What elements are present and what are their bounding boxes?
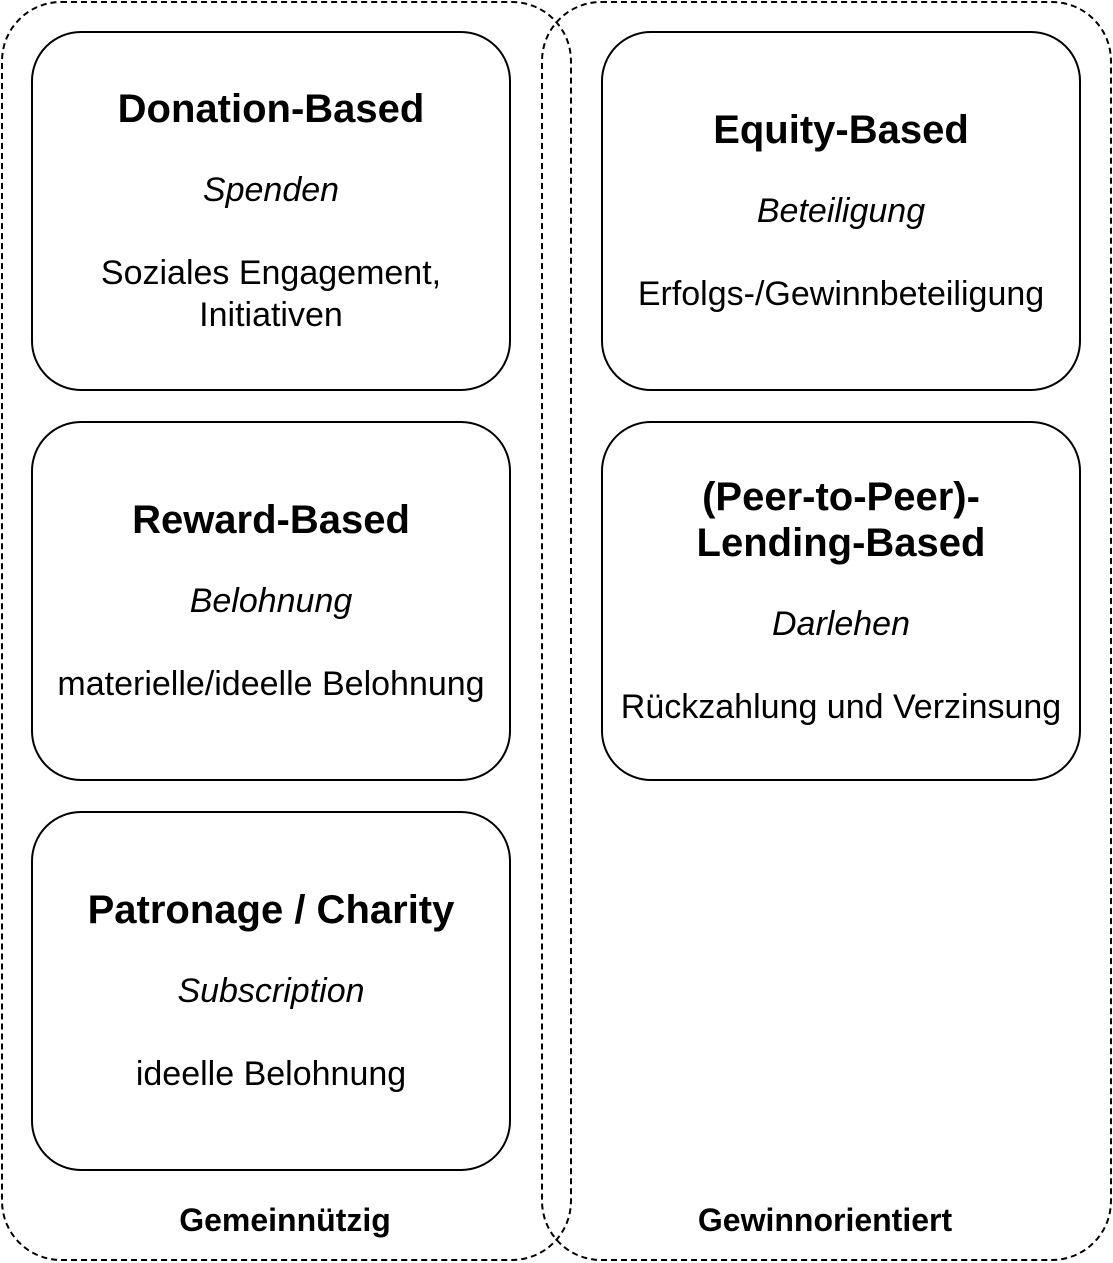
card-title: Donation-Based (117, 87, 425, 131)
group-label-gemeinnuetzig: Gemeinnützig (179, 1202, 391, 1238)
card-description: ideelle Belohnung (135, 1055, 407, 1093)
card-subtitle: Beteiligung (756, 192, 926, 230)
card-title: Reward-Based (132, 498, 410, 542)
card-description: materielle/ideelle Belohnung (57, 665, 485, 703)
card-subtitle: Darlehen (772, 605, 910, 643)
card-equity-based: Equity-Based Beteiligung Erfolgs-/Gewinn… (601, 31, 1081, 391)
group-label-gewinnorientiert: Gewinnorientiert (697, 1202, 953, 1238)
group-container-gewinnorientiert (541, 1, 1112, 1261)
card-subtitle: Spenden (202, 171, 340, 209)
card-reward-based: Reward-Based Belohnung materielle/ideell… (31, 421, 511, 781)
card-description: Erfolgs-/Gewinnbeteiligung (637, 275, 1045, 313)
card-title: Patronage / Charity (87, 888, 455, 932)
card-lending-based: (Peer-to-Peer)- Lending-Based Darlehen R… (601, 421, 1081, 781)
group-container-gemeinnuetzig (1, 1, 572, 1261)
card-title: Equity-Based (713, 108, 969, 152)
card-donation-based: Donation-Based Spenden Soziales Engageme… (31, 31, 511, 391)
card-description: Rückzahlung und Verzinsung (620, 688, 1062, 726)
card-title-line2: Lending-Based (696, 521, 986, 565)
card-title-line1: (Peer-to-Peer)- (702, 475, 980, 519)
card-description: Soziales Engagement, Initiativen (100, 254, 442, 334)
card-patronage-charity: Patronage / Charity Subscription ideelle… (31, 811, 511, 1171)
card-subtitle: Belohnung (189, 582, 353, 620)
card-subtitle: Subscription (177, 972, 365, 1010)
